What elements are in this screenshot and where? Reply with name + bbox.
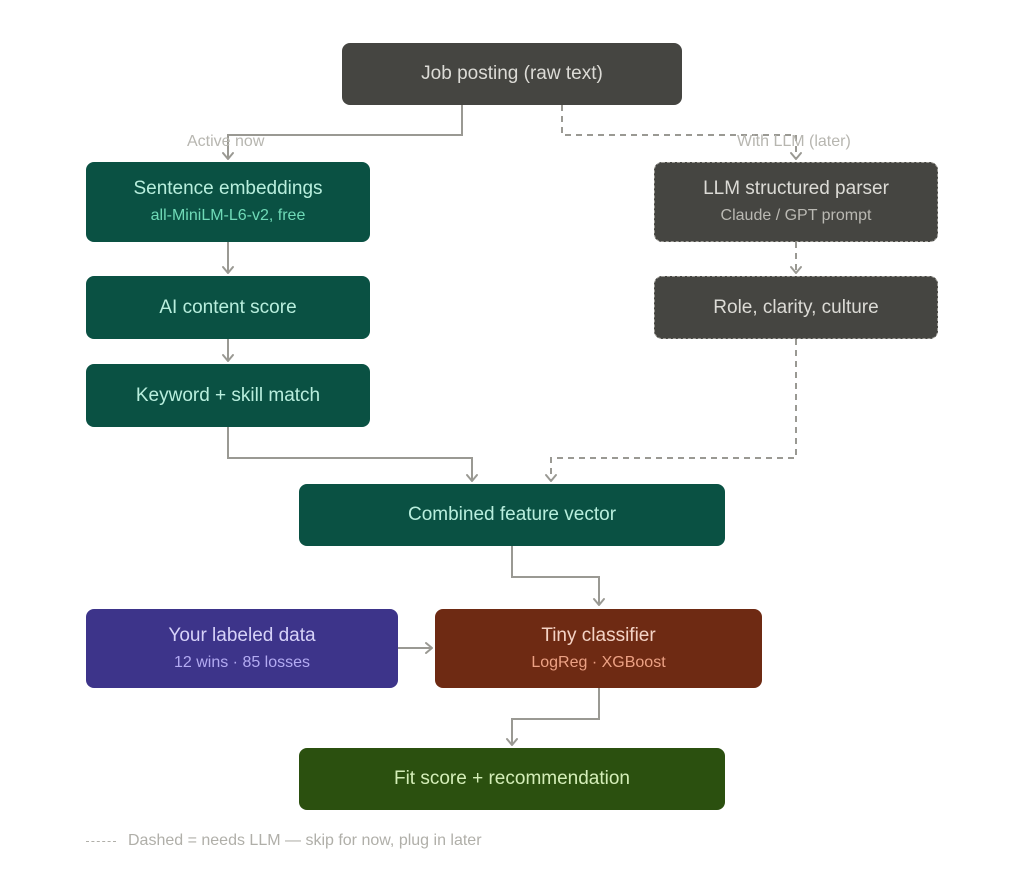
connector-keyword-to-feature-vector — [227, 427, 473, 480]
arrowhead — [506, 738, 518, 746]
node-llm-parser: LLM structured parser Claude / GPT promp… — [654, 162, 938, 242]
node-title: Combined feature vector — [407, 504, 617, 525]
connector-feature-vector-to-classifier — [511, 546, 600, 604]
node-title: Keyword + skill match — [135, 384, 321, 406]
node-title: Fit score + recommendation — [393, 768, 630, 789]
arrowhead — [425, 642, 433, 654]
branch-label-llm: With LLM (later) — [737, 133, 851, 150]
legend: Dashed = needs LLM — skip for now, plug … — [86, 832, 482, 850]
connector-job-to-llm-parser — [561, 105, 797, 158]
node-subtitle: 12 wins · 85 losses — [173, 653, 311, 671]
branch-label-active: Active now — [187, 133, 265, 150]
connector-classifier-to-fit-score — [511, 688, 600, 744]
node-subtitle: all-MiniLM-L6-v2, free — [150, 207, 306, 224]
node-ai-content-score: AI content score — [86, 276, 370, 339]
node-tiny-classifier: Tiny classifier LogReg · XGBoost — [435, 609, 762, 688]
connector-role-to-feature-vector — [550, 339, 797, 480]
arrowhead — [222, 354, 234, 362]
connector-job-to-embeddings — [227, 105, 463, 158]
node-sentence-embeddings: Sentence embeddings all-MiniLM-L6-v2, fr… — [86, 162, 370, 242]
arrowhead — [790, 266, 802, 274]
arrowhead — [466, 474, 478, 482]
arrowhead — [790, 152, 802, 160]
arrowhead — [222, 266, 234, 274]
arrowhead — [545, 474, 557, 482]
legend-dash-sample — [86, 840, 116, 842]
arrowhead — [222, 152, 234, 160]
node-title: Sentence embeddings — [133, 178, 323, 199]
arrowhead — [593, 598, 605, 606]
node-keyword-skill-match: Keyword + skill match — [86, 364, 370, 427]
node-subtitle: LogReg · XGBoost — [531, 653, 666, 671]
node-title: LLM structured parser — [703, 178, 889, 199]
node-title: Role, clarity, culture — [713, 296, 879, 318]
node-title: Your labeled data — [168, 624, 316, 646]
node-title: Tiny classifier — [541, 624, 656, 646]
node-subtitle: Claude / GPT prompt — [720, 207, 872, 224]
node-fit-score: Fit score + recommendation — [299, 748, 725, 810]
node-combined-feature-vector: Combined feature vector — [299, 484, 725, 546]
node-title: Job posting (raw text) — [421, 63, 603, 84]
node-job-posting: Job posting (raw text) — [342, 43, 682, 105]
node-role-clarity-culture: Role, clarity, culture — [654, 276, 938, 339]
node-labeled-data: Your labeled data 12 wins · 85 losses — [86, 609, 398, 688]
node-title: AI content score — [159, 296, 297, 318]
legend-text: Dashed = needs LLM — skip for now, plug … — [128, 832, 482, 849]
